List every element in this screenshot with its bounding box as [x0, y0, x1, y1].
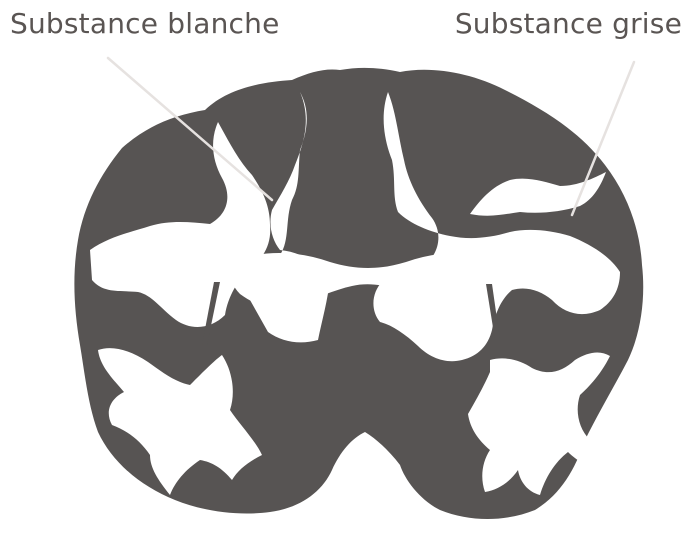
grey-matter-label: Substance grise [455, 10, 682, 38]
white-matter-label: Substance blanche [10, 10, 280, 38]
